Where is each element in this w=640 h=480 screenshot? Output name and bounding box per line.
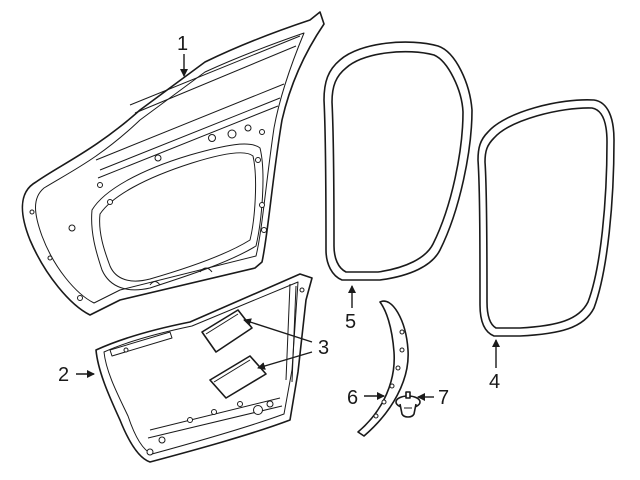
callout-7: 7 [438, 387, 449, 409]
callout-2: 2 [58, 364, 69, 386]
retainer-clip [395, 391, 421, 418]
belt-molding [357, 300, 409, 437]
door-shell [21, 11, 325, 316]
callout-5: 5 [345, 311, 356, 333]
callout-3: 3 [318, 337, 329, 359]
water-shield [201, 309, 267, 399]
callout-4: 4 [489, 371, 500, 393]
callout-6: 6 [347, 387, 358, 409]
leader-lines [76, 54, 500, 401]
door-trim-panel [95, 273, 313, 463]
body-weatherstrip [477, 99, 615, 337]
callout-1: 1 [177, 33, 188, 55]
door-weatherstrip [323, 41, 473, 281]
